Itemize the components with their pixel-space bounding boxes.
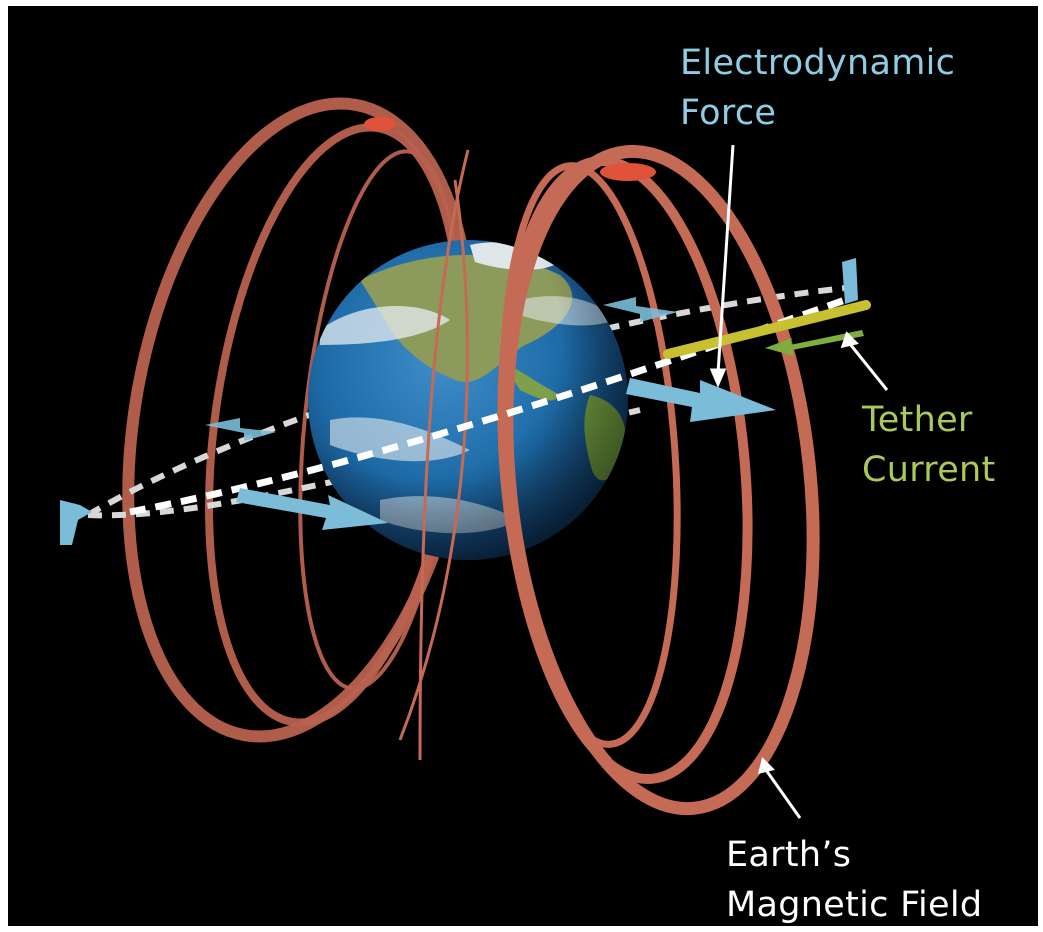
field-loop-right-inner: [499, 162, 681, 748]
field-highlights: [364, 117, 656, 181]
tether-current-arrow: [765, 330, 864, 356]
force-arrow-front-right: [626, 378, 776, 422]
electrodynamic-force-label: Electrodynamic Force: [680, 38, 955, 138]
orbit-path-front: [129, 296, 847, 516]
tether-current-label: Tether Current: [862, 395, 996, 495]
spacecraft-icon: [842, 258, 858, 304]
field-line-thin-front: [398, 179, 469, 741]
magnetic-field-lines-front: [398, 144, 820, 816]
tether-label-pointer: [848, 343, 889, 391]
force-label-pointer: [716, 144, 735, 374]
spacecraft-icon: [60, 500, 92, 545]
force-label-line1: Electrodynamic: [680, 43, 956, 83]
field-label-pointer: [764, 769, 802, 819]
electrodynamic-force-arrows: [205, 297, 776, 530]
field-label-line1: Earth’s: [726, 835, 852, 875]
force-arrow-front-left: [236, 488, 388, 530]
tether-label-line2: Current: [862, 450, 996, 490]
tether-label-line1: Tether: [862, 400, 973, 440]
tether: [663, 300, 871, 359]
field-line-thin-center: [418, 149, 470, 761]
field-label-line2: Magnetic Field: [726, 885, 983, 925]
force-arrow-back-right: [603, 297, 678, 322]
label-pointers: [709, 144, 889, 819]
force-arrow-back-left: [205, 418, 276, 441]
magnetic-field-label: Earth’s Magnetic Field: [726, 830, 982, 930]
force-label-line2: Force: [680, 93, 777, 133]
